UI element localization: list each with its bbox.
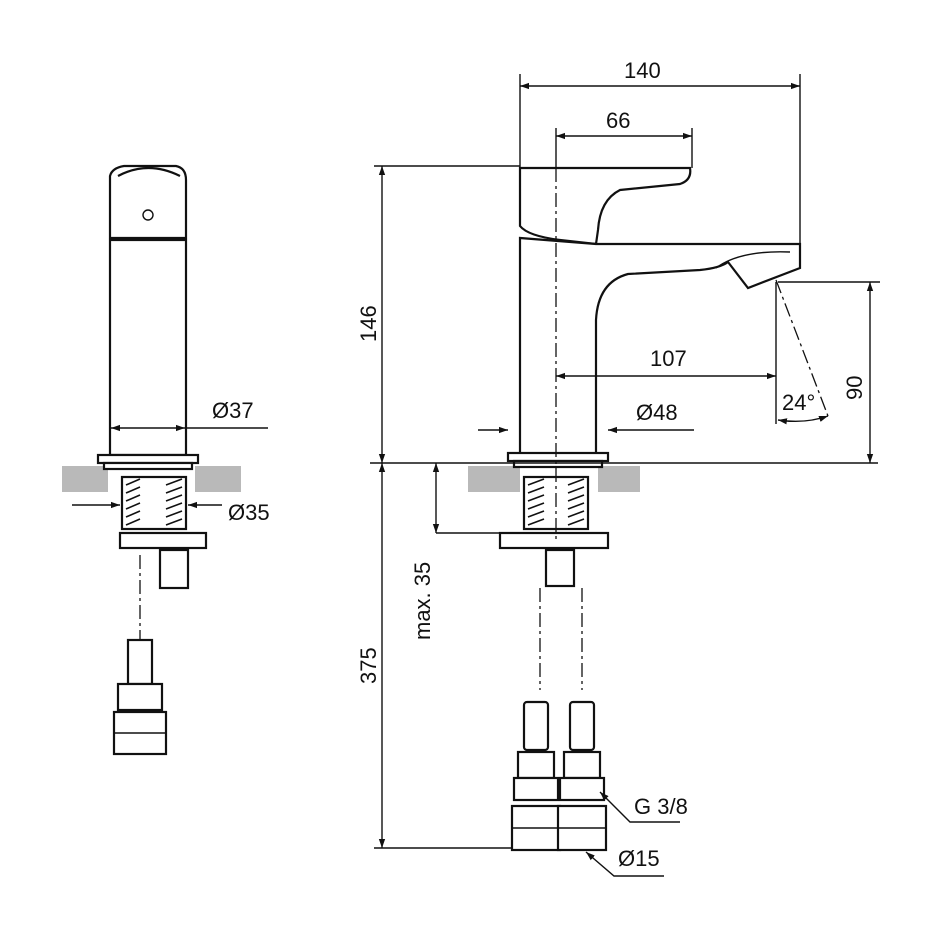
spout-reach-label: 107 [650,346,687,371]
side-body [108,238,188,457]
base-diameter-label: Ø48 [636,400,678,425]
side-counter-right [195,466,241,492]
spout-height-label: 90 [842,376,867,400]
front-base-ring [512,459,604,469]
max-thickness-label: max. 35 [410,562,435,640]
hose-diameter-leader [585,851,664,877]
front-counter-left [468,466,520,492]
front-base-plate [506,451,610,463]
front-body [518,236,802,457]
hose-right [556,700,608,852]
side-base-plate [96,453,200,465]
side-counter-left [62,466,108,492]
handle-width-label: 66 [606,108,630,133]
side-diameter-label: Ø37 [212,398,254,423]
side-handle [108,164,188,240]
front-nut [544,548,576,588]
hose-length-label: 375 [356,647,381,684]
side-hose-nut [116,682,164,712]
front-view: 24° 140 66 107 Ø48 [356,58,880,877]
side-view: Ø37 Ø35 [62,164,270,756]
width-total-label: 140 [624,58,661,83]
thread-leader [599,791,680,823]
side-thread-hatch [125,478,183,526]
front-thread-hatch [527,478,585,526]
thread-label: G 3/8 [634,794,688,819]
side-base-ring [102,461,194,471]
side-handle-top [117,166,181,177]
front-counter-right [598,466,640,492]
side-nut [158,548,190,590]
hose-left [510,700,562,852]
side-shank [120,475,188,531]
side-hose [126,638,154,686]
side-handle-dot [142,209,154,221]
front-spout-outlet [715,251,791,269]
side-clamp [118,531,208,550]
shank-diameter-label: Ø35 [228,500,270,525]
angle-arc [777,415,829,425]
front-clamp [498,531,610,550]
front-handle [518,166,692,246]
hose-diameter-label: Ø15 [618,846,660,871]
angle-label: 24° [782,390,815,415]
height-total-label: 146 [356,305,381,342]
